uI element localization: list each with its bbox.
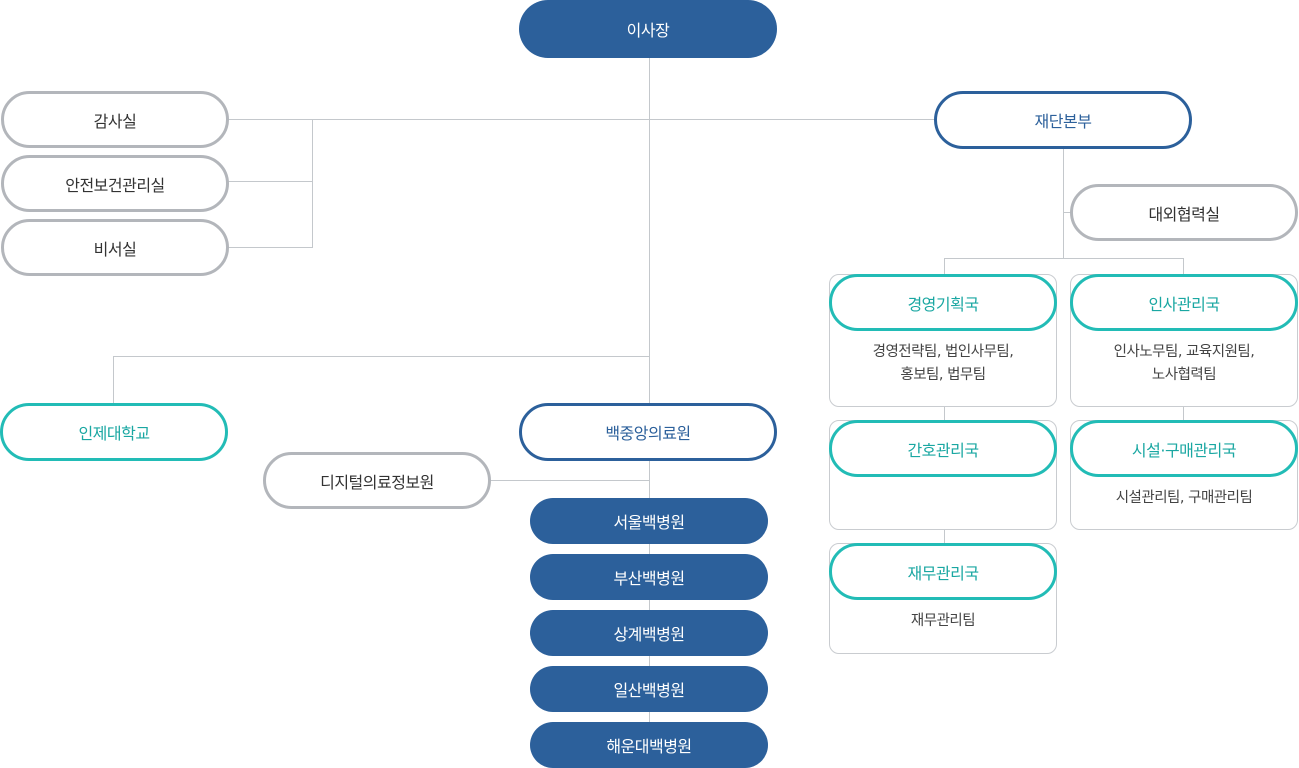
medical-center-box[interactable]: 백중앙의료원 <box>519 403 777 461</box>
facility-purchase-bureau[interactable]: 시설·구매관리국 <box>1070 420 1298 477</box>
hospital-haeundae[interactable]: 해운대백병원 <box>530 722 768 768</box>
management-planning-panel: 경영기획국 경영전략팀, 법인사무팀, 홍보팀, 법무팀 <box>829 274 1057 407</box>
secretary-office-box[interactable]: 비서실 <box>1 219 229 276</box>
digital-medical-info-box[interactable]: 디지털의료정보원 <box>263 452 491 509</box>
nursing-management-bureau[interactable]: 간호관리국 <box>829 420 1057 477</box>
audit-office-box[interactable]: 감사실 <box>1 91 229 148</box>
management-planning-teams: 경영전략팀, 법인사무팀, 홍보팀, 법무팀 <box>872 344 1014 383</box>
nursing-management-panel: 간호관리국 <box>829 420 1057 530</box>
finance-management-teams: 재무관리팀 <box>910 613 976 629</box>
finance-management-bureau[interactable]: 재무관리국 <box>829 543 1057 600</box>
hospital-busan[interactable]: 부산백병원 <box>530 554 768 600</box>
finance-management-panel: 재무관리국 재무관리팀 <box>829 543 1057 654</box>
hr-management-panel: 인사관리국 인사노무팀, 교육지원팀, 노사협력팀 <box>1070 274 1298 407</box>
foundation-hq-box[interactable]: 재단본부 <box>934 91 1192 149</box>
facility-purchase-panel: 시설·구매관리국 시설관리팀, 구매관리팀 <box>1070 420 1298 530</box>
facility-purchase-teams: 시설관리팀, 구매관리팀 <box>1115 490 1253 506</box>
external-cooperation-box[interactable]: 대외협력실 <box>1070 184 1298 241</box>
inje-university-box[interactable]: 인제대학교 <box>0 403 228 461</box>
hospital-ilsan[interactable]: 일산백병원 <box>530 666 768 712</box>
chairman-box[interactable]: 이사장 <box>519 0 777 58</box>
hr-management-bureau[interactable]: 인사관리국 <box>1070 274 1298 331</box>
safety-health-office-box[interactable]: 안전보건관리실 <box>1 155 229 212</box>
hospital-seoul[interactable]: 서울백병원 <box>530 498 768 544</box>
management-planning-bureau[interactable]: 경영기획국 <box>829 274 1057 331</box>
hr-management-teams: 인사노무팀, 교육지원팀, 노사협력팀 <box>1113 344 1255 383</box>
hospital-sanggye[interactable]: 상계백병원 <box>530 610 768 656</box>
